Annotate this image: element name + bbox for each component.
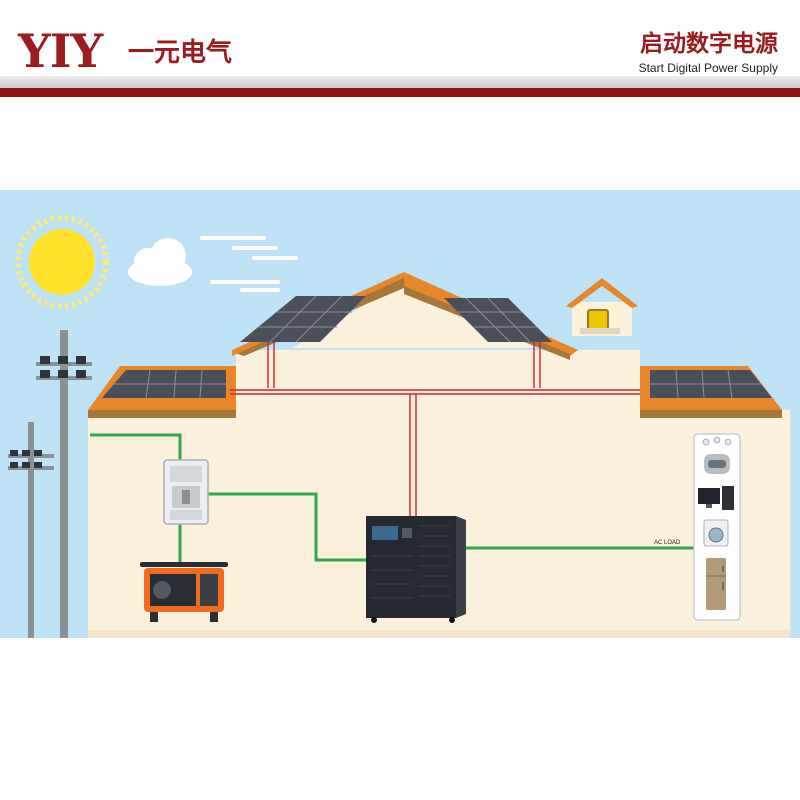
sun-icon — [15, 215, 109, 309]
transfer-switch-icon — [163, 459, 209, 525]
refrigerator-icon — [706, 558, 726, 610]
solar-panel-right-lower — [650, 369, 772, 399]
generator-icon — [140, 562, 228, 622]
sky-streaks — [200, 236, 298, 292]
tagline-chinese: 启动数字电源 — [640, 31, 778, 57]
cloud-icon — [128, 238, 192, 286]
solar-panel-left-lower — [102, 369, 226, 399]
header-grey-band — [0, 76, 800, 88]
dormer-window — [566, 278, 638, 336]
ac-wiring — [90, 433, 694, 562]
house-upper-wall — [236, 350, 640, 412]
ac-load-label: AC LOAD — [654, 540, 681, 546]
solar-system-diagram: AC LOAD — [0, 190, 800, 638]
light-bulbs-icon — [702, 436, 732, 446]
utility-pole-rear — [8, 422, 54, 638]
header-red-band — [0, 88, 800, 97]
rice-cooker-icon — [704, 454, 730, 474]
dc-wiring — [230, 342, 640, 516]
inverter-cabinet-icon — [366, 516, 466, 623]
house-gable-wall — [292, 282, 536, 348]
computer-icon — [698, 486, 734, 510]
washing-machine-icon — [703, 519, 729, 547]
appliance-panel — [693, 433, 741, 621]
brand-logo-chinese: 一元电气 — [128, 38, 233, 68]
solar-panel-main-right — [444, 297, 552, 343]
utility-pole-front — [36, 330, 92, 638]
page-header: YIY 一元电气 启动数字电源 Start Digital Power Supp… — [0, 0, 800, 100]
tagline-english: Start Digital Power Supply — [638, 61, 778, 75]
solar-panel-main-left — [240, 295, 366, 343]
brand-logo-latin: YIY — [18, 24, 103, 78]
